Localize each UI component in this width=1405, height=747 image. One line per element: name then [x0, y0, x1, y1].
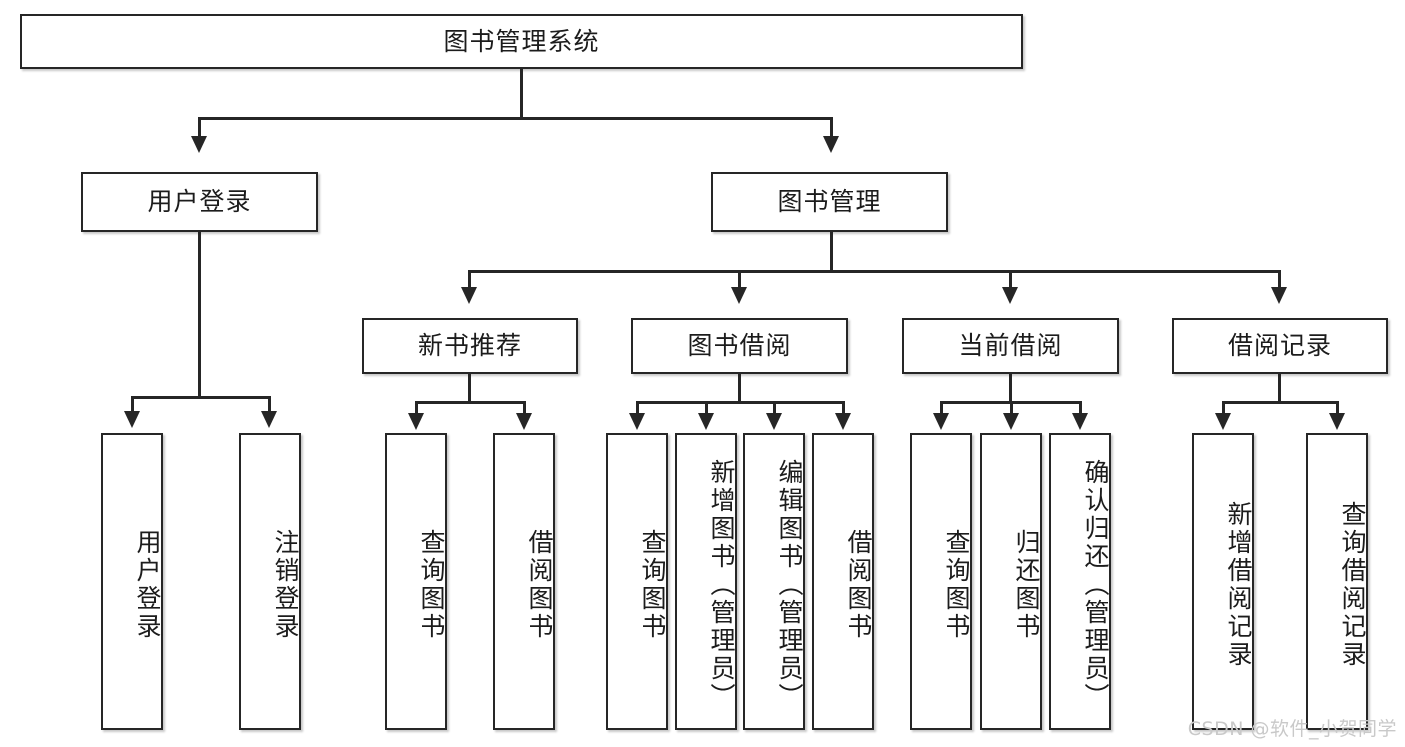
arrowhead-borrow-book-bb	[835, 413, 851, 430]
node-new-book-recommend[interactable]: 新书推荐	[362, 318, 578, 374]
connector-drop-query-book-bb	[636, 401, 639, 416]
connector-borrow-record-bus	[1222, 401, 1336, 404]
node-label: 新增借阅记录	[1224, 500, 1253, 669]
node-book-management[interactable]: 图书管理	[711, 172, 948, 232]
arrowhead-confirm-return-cb	[1072, 413, 1088, 430]
arrowhead-leaf-logout	[261, 411, 277, 428]
node-label: 借阅记录	[1227, 331, 1332, 361]
leaf-confirm-return-admin[interactable]: 确认归还（管理员）	[1049, 433, 1111, 730]
node-book-borrow[interactable]: 图书借阅	[631, 318, 848, 374]
leaf-logout[interactable]: 注销登录	[239, 433, 301, 730]
node-label: 用户登录	[147, 187, 252, 217]
arrowhead-query-book-nb	[408, 413, 424, 430]
connector-user-login-stem	[198, 232, 201, 398]
node-label: 查询图书	[942, 528, 971, 641]
leaf-add-book-admin[interactable]: 新增图书（管理员）	[675, 433, 737, 730]
arrowhead-leaf-user-login	[124, 411, 140, 428]
node-label: 借阅图书	[844, 528, 873, 641]
leaf-query-borrow-record[interactable]: 查询借阅记录	[1306, 433, 1368, 730]
node-label: 确认归还（管理员）	[1081, 458, 1110, 711]
connector-drop-new-book	[468, 270, 471, 290]
arrowhead-query-book-cb	[933, 413, 949, 430]
connector-user-login-bus	[131, 396, 268, 399]
connector-root-stem	[520, 69, 523, 119]
node-label: 借阅图书	[525, 528, 554, 641]
arrowhead-return-book-cb	[1003, 413, 1019, 430]
node-label: 编辑图书（管理员）	[775, 458, 804, 711]
connector-book-management-stem	[830, 232, 833, 272]
node-borrow-record[interactable]: 借阅记录	[1172, 318, 1388, 374]
connector-book-borrow-stem	[738, 374, 741, 403]
leaf-edit-book-admin[interactable]: 编辑图书（管理员）	[743, 433, 805, 730]
connector-drop-borrow-book-bb	[842, 401, 845, 416]
node-label: 查询图书	[638, 528, 667, 641]
connector-drop-current-borrow	[1009, 270, 1012, 290]
connector-level2-bus	[198, 117, 832, 120]
connector-drop-user-login	[198, 117, 201, 139]
node-label: 图书管理	[777, 187, 882, 217]
leaf-query-book-current[interactable]: 查询图书	[910, 433, 972, 730]
arrowhead-query-book-bb	[629, 413, 645, 430]
leaf-query-book-borrow[interactable]: 查询图书	[606, 433, 668, 730]
connector-drop-add-record	[1222, 401, 1225, 416]
node-label: 图书管理系统	[443, 26, 600, 56]
node-label: 新书推荐	[417, 331, 522, 361]
arrowhead-query-record	[1329, 413, 1345, 430]
connector-drop-book-management	[830, 117, 833, 139]
leaf-user-login[interactable]: 用户登录	[101, 433, 163, 730]
node-label: 归还图书	[1012, 528, 1041, 641]
connector-new-book-stem	[468, 374, 471, 403]
leaf-query-book-new-recommend[interactable]: 查询图书	[385, 433, 447, 730]
connector-drop-query-book-nb	[415, 401, 418, 416]
connector-drop-book-borrow	[738, 270, 741, 290]
arrowhead-book-borrow	[731, 287, 747, 304]
connector-current-borrow-stem	[1009, 374, 1012, 403]
connector-drop-leaf-logout	[268, 396, 271, 414]
arrowhead-book-management	[823, 136, 839, 153]
arrowhead-current-borrow	[1002, 287, 1018, 304]
leaf-add-borrow-record[interactable]: 新增借阅记录	[1192, 433, 1254, 730]
node-current-borrow[interactable]: 当前借阅	[902, 318, 1119, 374]
node-label: 注销登录	[271, 528, 300, 641]
connector-drop-confirm-return-cb	[1079, 401, 1082, 416]
node-root-book-management-system[interactable]: 图书管理系统	[20, 14, 1023, 69]
connector-drop-add-book-bb	[705, 401, 708, 416]
node-user-login[interactable]: 用户登录	[81, 172, 318, 232]
connector-book-borrow-bus	[636, 401, 843, 404]
arrowhead-add-book-bb	[698, 413, 714, 430]
connector-drop-leaf-user-login	[131, 396, 134, 414]
connector-level3-bus	[468, 270, 1280, 273]
connector-drop-return-book-cb	[1010, 401, 1013, 416]
leaf-borrow-book[interactable]: 借阅图书	[812, 433, 874, 730]
leaf-return-book[interactable]: 归还图书	[980, 433, 1042, 730]
connector-drop-borrow-record	[1278, 270, 1281, 290]
arrowhead-add-record	[1215, 413, 1231, 430]
arrowhead-borrow-book-nb	[516, 413, 532, 430]
node-label: 用户登录	[133, 528, 162, 641]
connector-drop-borrow-book-nb	[523, 401, 526, 416]
arrowhead-new-book	[461, 287, 477, 304]
node-label: 当前借阅	[958, 331, 1063, 361]
arrowhead-user-login	[191, 136, 207, 153]
connector-drop-query-book-cb	[940, 401, 943, 416]
connector-drop-edit-book-bb	[773, 401, 776, 416]
connector-new-book-bus	[415, 401, 523, 404]
node-label: 查询借阅记录	[1338, 500, 1367, 669]
arrowhead-edit-book-bb	[766, 413, 782, 430]
arrowhead-borrow-record	[1271, 287, 1287, 304]
leaf-borrow-book-new-recommend[interactable]: 借阅图书	[493, 433, 555, 730]
connector-borrow-record-stem	[1278, 374, 1281, 403]
node-label: 查询图书	[417, 528, 446, 641]
connector-drop-query-record	[1336, 401, 1339, 416]
node-label: 图书借阅	[687, 331, 792, 361]
node-label: 新增图书（管理员）	[707, 458, 736, 711]
